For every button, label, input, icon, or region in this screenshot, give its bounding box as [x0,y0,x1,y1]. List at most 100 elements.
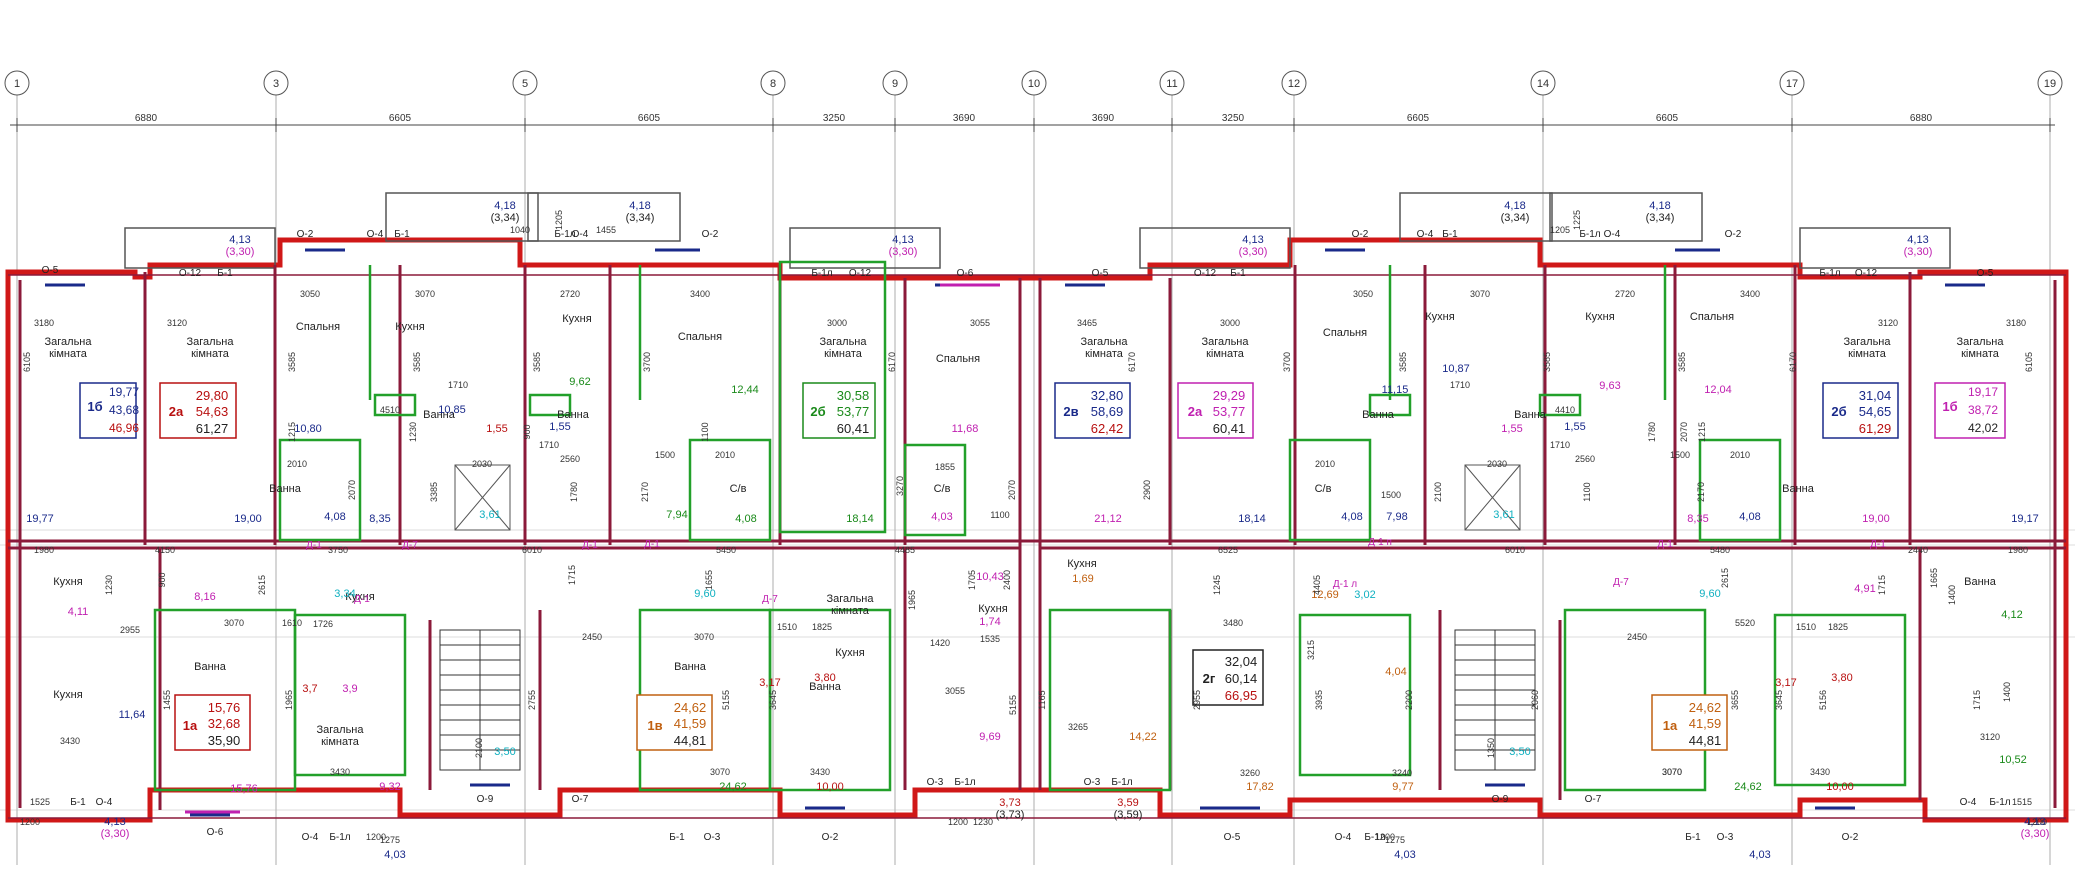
opening-mark: Д-1 [1657,539,1673,550]
axis-dimension: 6605 [389,113,412,124]
balcony-tag: 4,18(3,34) [1646,200,1675,224]
room-label: С/в [934,483,951,495]
dimension-text: 1420 [930,638,950,648]
room-area: 3,61 [479,509,500,521]
dimension-text: 3480 [1223,618,1243,628]
dimension-text: 1230 [408,422,418,442]
opening-mark: Д-1 [1870,539,1886,550]
dimension-text: 3430 [1810,767,1830,777]
room-area: 12,69 [1311,589,1339,601]
axis-label: 8 [770,78,776,90]
room-area: 10,80 [294,423,322,435]
room-label: С/в [730,483,747,495]
opening-mark: Д-7 [1613,577,1629,588]
room-area: 3,17 [1775,677,1796,689]
stair-left [439,629,521,771]
opening-mark: О-4 [572,229,589,240]
room-area: 3,80 [1831,672,1852,684]
room-area: 4,04 [1385,666,1406,678]
dimension-text: 1100 [700,422,710,441]
dimension-text: 4410 [1555,405,1575,415]
room-area: 19,77 [26,513,54,525]
dimension-text: 1710 [448,380,468,390]
room-area: 10,00 [1826,781,1854,793]
balcony-tag: 4,18(3,34) [491,200,520,224]
room-area: 18,14 [846,513,874,525]
axis-dimension: 3690 [953,113,976,124]
axis-label: 14 [1537,78,1549,90]
room-label: Кухня [395,321,424,333]
apartment-living-area: 24,62 [1689,700,1722,715]
dimension-text: 1275 [1385,835,1405,845]
dimension-text: 1510 [1796,622,1816,632]
opening-mark: О-2 [1842,832,1859,843]
room-area: 17,82 [1246,781,1274,793]
dimension-text: 2400 [1002,570,1012,590]
dimension-text: 3000 [1220,318,1240,328]
balcony-tag: 4,03 [1749,849,1770,861]
balcony-tag: 3,59(3,59) [1114,797,1143,821]
balcony-tag: 4,13(3,30) [2021,816,2050,840]
dimension-text: 6170 [1788,352,1798,372]
apartment-gross-area: 60,41 [837,421,870,436]
svg-text:(3,30): (3,30) [2021,828,2050,840]
apartment-gross-area: 62,42 [1091,421,1124,436]
opening-mark: О-12 [849,268,872,279]
axis-dimension: 3690 [1092,113,1115,124]
opening-mark: О-3 [1717,832,1734,843]
room-label: Кухня [1585,311,1614,323]
apartment-type: 2в [1063,404,1078,419]
dimension-text: 1980 [2008,545,2028,555]
axis-label: 11 [1166,78,1177,90]
room-label: Кухня [562,313,591,325]
axis-dimension: 6605 [638,113,661,124]
room-label: Ванна [269,483,302,495]
dimension-text: 2450 [582,632,602,642]
apartment-total-area: 32,68 [208,716,241,731]
axis-dimension: 3250 [823,113,846,124]
axis-label: 10 [1028,78,1040,90]
dimension-text: 3055 [945,686,965,696]
opening-mark: Д-1 п [1368,537,1392,548]
room-area: 4,03 [931,511,952,523]
room-label: Ванна [674,661,707,673]
dimension-text: 1525 [30,797,50,807]
dimension-text: 3585 [1542,352,1552,372]
opening-mark: Б-1л [954,777,975,788]
opening-mark: О-5 [1092,268,1109,279]
dimension-text: 6105 [2024,352,2034,372]
opening-mark: Д-1 [354,594,370,605]
dimension-text: 1780 [569,482,579,502]
balcony-tag: 4,03 [384,849,405,861]
dimension-text: 2955 [1192,690,1202,710]
dimension-text: 2070 [1007,480,1017,500]
dimension-text: 3400 [690,289,710,299]
room-area: 1,55 [1564,421,1585,433]
apartment-living-area: 31,04 [1859,388,1892,403]
svg-text:(3,73): (3,73) [996,809,1025,821]
dimension-text: 2010 [1730,450,1750,460]
dimension-text: 4485 [895,545,915,555]
apartment-gross-area: 46,96 [109,421,139,435]
apartment-living-area: 32,80 [1091,388,1124,403]
opening-mark: О-12 [179,268,202,279]
svg-text:4,13: 4,13 [2024,816,2045,828]
apartment-box-3: 2б 30,58 53,77 60,41 [802,382,876,439]
dimension-text: 6525 [1218,545,1238,555]
dimension-text: 3585 [1677,352,1687,372]
dimension-text: 2010 [715,450,735,460]
dimension-text: 3050 [300,289,320,299]
dimension-text: 2755 [527,690,537,710]
room-area: 9,60 [694,588,715,600]
dimension-text: 1200 [2027,817,2047,827]
dimension-text: 3700 [1282,352,1292,372]
dimension-text: 6105 [22,352,32,372]
dimension-text: 2010 [1315,459,1335,469]
svg-text:4,13: 4,13 [104,816,125,828]
dimension-text: 1245 [1212,575,1222,595]
room-label: Ванна [194,661,227,673]
room-label: Ванна [809,681,842,693]
room-area: 18,14 [1238,513,1266,525]
